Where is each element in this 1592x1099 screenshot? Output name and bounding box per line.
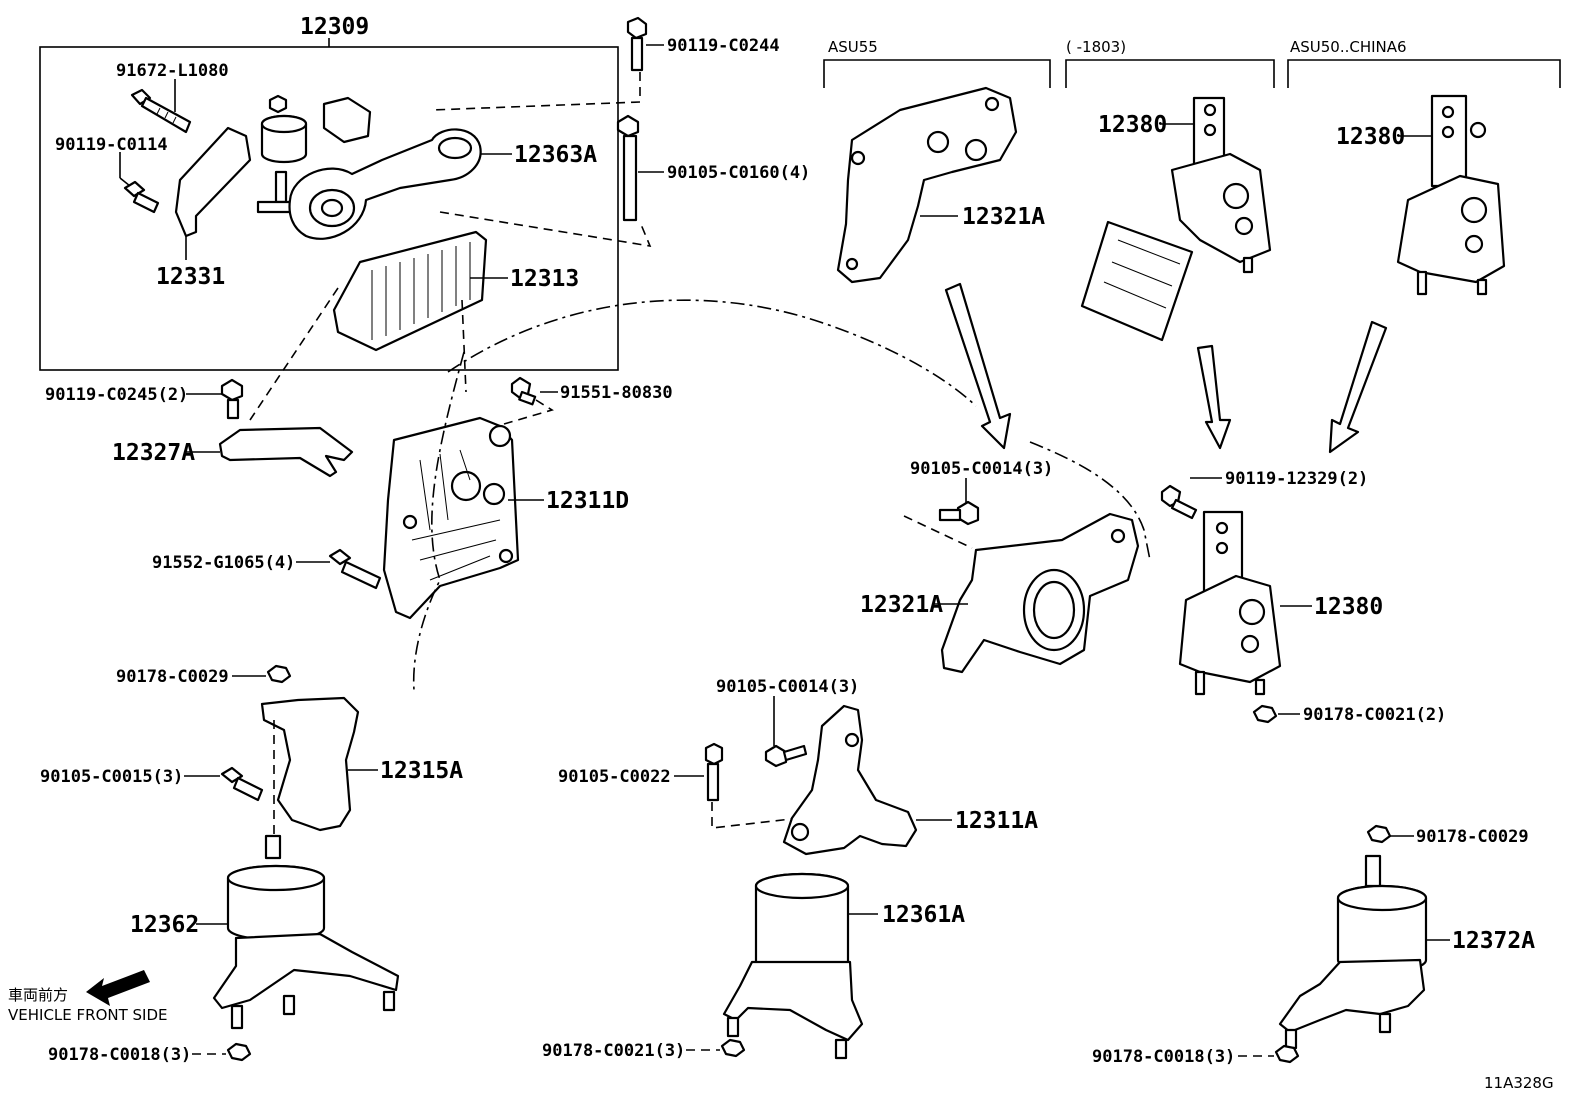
part-label-12315a[interactable]: 12315A <box>380 758 463 784</box>
part-label-90178-c0018-right[interactable]: 90178-C0018(3) <box>1092 1047 1235 1067</box>
bolt-91672-l1080-icon <box>130 88 192 134</box>
bracket-12313-icon <box>332 230 488 352</box>
part-label-91552-g1065[interactable]: 91552-G1065(4) <box>152 553 295 573</box>
engine-mount-12372a-icon <box>1278 854 1428 1050</box>
bracket-12321a-mid-icon <box>940 512 1140 674</box>
part-label-90105-c0022[interactable]: 90105-C0022 <box>558 767 671 787</box>
part-label-91672-l1080[interactable]: 91672-L1080 <box>116 61 229 81</box>
part-label-12327a[interactable]: 12327A <box>112 440 195 466</box>
part-label-91551-80830[interactable]: 91551-80830 <box>560 383 673 403</box>
plate-icon <box>322 96 372 144</box>
mount-12380-b-icon <box>1396 94 1506 296</box>
part-label-12313[interactable]: 12313 <box>510 266 579 292</box>
engine-mount-12361a-icon <box>722 872 864 1060</box>
engine-outline-arc <box>447 299 977 407</box>
part-label-12361a[interactable]: 12361A <box>882 902 965 928</box>
part-label-12363a[interactable]: 12363A <box>514 142 597 168</box>
part-label-90178-c0021-mid[interactable]: 90178-C0021(3) <box>542 1041 685 1061</box>
bracket-12311a-icon <box>782 704 918 856</box>
variant-asu50-china-header: ASU50..CHINA6 <box>1287 38 1561 88</box>
bolt-90119-12329-icon <box>1160 484 1198 520</box>
part-label-12380-c[interactable]: 12380 <box>1314 594 1383 620</box>
engine-mount-12362-icon <box>212 834 400 1030</box>
variant-period-header: ( -1803) <box>1065 38 1275 88</box>
bolt-90105-c0160-icon <box>616 114 640 222</box>
bracket-12315a-icon <box>260 696 360 832</box>
bracket-12327a-icon <box>218 426 354 478</box>
variant-asu55-header: ASU55 <box>823 38 1051 88</box>
nut-90178-c0029-right-icon <box>1366 824 1392 844</box>
part-label-90119-c0114[interactable]: 90119-C0114 <box>55 135 168 155</box>
arrow-asu55-icon <box>944 282 1012 450</box>
part-label-12380-b[interactable]: 12380 <box>1336 124 1405 150</box>
part-label-12321a-top[interactable]: 12321A <box>962 204 1045 230</box>
variant-label-period: ( -1803) <box>1066 38 1126 56</box>
bracket-12321a-top-icon <box>836 86 1018 284</box>
part-label-12380-a[interactable]: 12380 <box>1098 112 1167 138</box>
part-label-12309[interactable]: 12309 <box>300 14 369 40</box>
vehicle-front-arrow-icon <box>86 970 150 1006</box>
nut-90178-c0021-right-icon <box>1252 704 1278 724</box>
part-label-90178-c0021-right[interactable]: 90178-C0021(2) <box>1303 705 1446 725</box>
part-label-90119-c0244[interactable]: 90119-C0244 <box>667 36 780 56</box>
bolt-90105-c0014-mid-icon <box>764 744 808 768</box>
nut-icon <box>268 94 288 114</box>
variant-label-asu55: ASU55 <box>828 38 878 56</box>
part-label-90105-c0014-right[interactable]: 90105-C0014(3) <box>910 459 1053 479</box>
part-label-90178-c0029-right[interactable]: 90178-C0029 <box>1416 827 1529 847</box>
nut-90178-c0029-left-icon <box>266 664 292 684</box>
bolt-90119-c0244-icon <box>626 16 648 72</box>
part-label-90105-c0014-mid[interactable]: 90105-C0014(3) <box>716 677 859 697</box>
mount-12380-c-icon <box>1178 510 1282 696</box>
part-label-12331[interactable]: 12331 <box>156 264 225 290</box>
bolt-91551-80830-icon <box>510 376 537 406</box>
bolt-91552-g1065-icon <box>328 548 382 590</box>
part-label-90105-c0160[interactable]: 90105-C0160(4) <box>667 163 810 183</box>
part-label-90105-c0015[interactable]: 90105-C0015(3) <box>40 767 183 787</box>
part-label-12311d[interactable]: 12311D <box>546 488 629 514</box>
bolt-90105-c0022-icon <box>704 742 724 802</box>
nut-90178-c0021-mid-icon <box>720 1038 746 1058</box>
bolt-90119-c0114-icon <box>123 180 160 214</box>
part-label-90178-c0029-left[interactable]: 90178-C0029 <box>116 667 229 687</box>
part-label-12372a[interactable]: 12372A <box>1452 928 1535 954</box>
part-label-90178-c0018-left[interactable]: 90178-C0018(3) <box>48 1045 191 1065</box>
direction-label-en: VEHICLE FRONT SIDE <box>8 1006 168 1024</box>
assembly-12309-group: 12309 91672-L1080 90119-C0114 12331 <box>39 14 619 371</box>
mount-bracket-12311d-icon <box>382 416 520 620</box>
arrow-period-icon <box>1196 344 1232 450</box>
arrow-china-icon <box>1328 320 1388 454</box>
torque-rod-12363a-icon <box>288 128 482 240</box>
catalog-code: 11A328G <box>1484 1074 1554 1092</box>
nut-90178-c0018-left-icon <box>226 1042 252 1062</box>
mount-12380-a-icon <box>1080 96 1272 342</box>
part-label-12321a-mid[interactable]: 12321A <box>860 592 943 618</box>
bolt-90119-c0245-icon <box>220 378 244 420</box>
part-label-12362[interactable]: 12362 <box>130 912 199 938</box>
nut-90178-c0018-right-icon <box>1274 1044 1300 1064</box>
direction-label-jp: 車両前方 <box>8 986 68 1004</box>
part-label-90119-c0245[interactable]: 90119-C0245(2) <box>45 385 188 405</box>
bolt-90105-c0015-icon <box>220 766 264 802</box>
bracket-12331-icon <box>174 126 252 238</box>
part-label-90119-12329[interactable]: 90119-12329(2) <box>1225 469 1368 489</box>
variant-label-asu50-china: ASU50..CHINA6 <box>1290 38 1407 56</box>
bolt-90105-c0014-right-icon <box>938 500 980 526</box>
part-label-12311a[interactable]: 12311A <box>955 808 1038 834</box>
